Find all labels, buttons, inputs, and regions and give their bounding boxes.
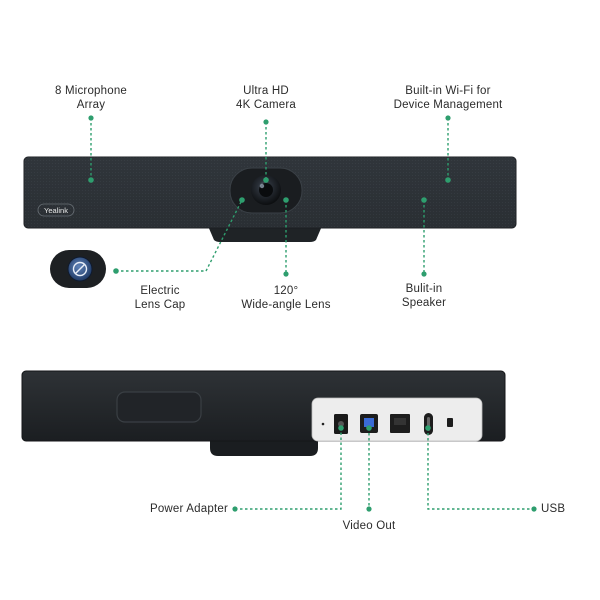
kensington-lock-icon: [447, 418, 453, 427]
label-power-adapter: Power Adapter: [149, 503, 228, 515]
label-video-out: Video Out: [342, 520, 396, 532]
front-callout-lines: [90, 118, 449, 274]
usb-b-port-icon: [360, 414, 378, 433]
rear-device: [21, 370, 506, 456]
usb-c-port-icon: [424, 413, 433, 435]
power-port-icon: [334, 414, 348, 434]
lens-cap-thumbnail: [50, 250, 106, 288]
ethernet-port-icon: [390, 414, 410, 433]
front-device: Yealink: [23, 156, 517, 242]
rear-recess-left: [116, 391, 202, 423]
front-stand: [208, 226, 322, 242]
label-ultra-hd-4k-camera: Ultra HD 4K Camera: [236, 85, 296, 111]
front-callout-dots: [88, 115, 451, 277]
rear-callout-lines: [235, 428, 534, 510]
label-built-in-speaker: Bulit-in Speaker: [401, 283, 447, 309]
rear-callout-dots: [232, 425, 537, 512]
brand-logo: Yealink: [44, 206, 68, 215]
label-built-in-wifi: Built-in Wi-Fi for Device Management: [393, 85, 503, 111]
label-120-wide-angle-lens: 120° Wide-angle Lens: [241, 285, 331, 311]
label-8-microphone-array: 8 Microphone Array: [54, 85, 128, 111]
label-usb: USB: [541, 503, 566, 515]
label-electric-lens-cap: Electric Lens Cap: [134, 285, 186, 311]
no-entry-slash-icon: [72, 261, 88, 277]
